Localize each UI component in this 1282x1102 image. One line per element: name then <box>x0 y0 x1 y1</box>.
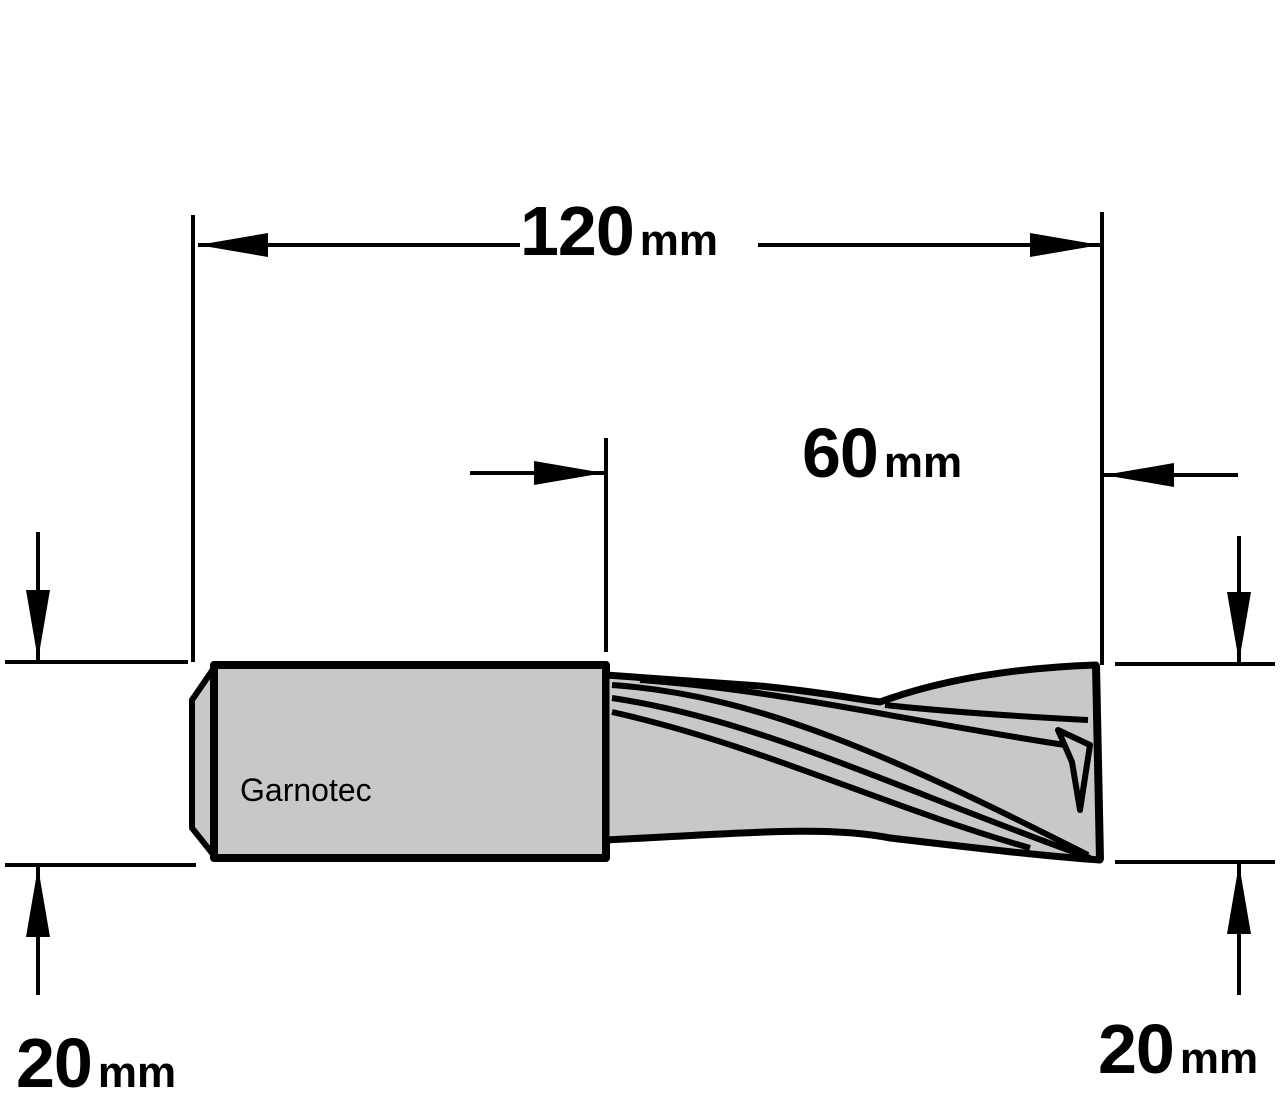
cutting-length-value: 60 <box>802 414 879 492</box>
cutter-tip-spur <box>1055 727 1093 813</box>
cutting-diameter-value: 20 <box>1098 1010 1175 1088</box>
cutting-diameter-unit: mm <box>1179 1034 1259 1083</box>
total-length-value: 120 <box>520 192 635 270</box>
flute-line-1 <box>611 682 1090 858</box>
cutting-flutes <box>602 661 1104 864</box>
cutting-length-unit: mm <box>883 438 963 487</box>
shank <box>189 661 610 862</box>
total-length-unit: mm <box>639 216 719 265</box>
flute-line-4 <box>639 677 1066 748</box>
shank-diameter-value: 20 <box>16 1024 93 1102</box>
brand-label: Garnotec <box>240 772 372 808</box>
flute-line-5 <box>884 702 1089 723</box>
cutter-tip-edge <box>1092 664 1104 861</box>
flute-line-2 <box>611 695 1092 861</box>
flute-line-3 <box>611 709 1031 851</box>
shank-diameter-unit: mm <box>97 1048 177 1097</box>
shank-body <box>210 661 610 862</box>
